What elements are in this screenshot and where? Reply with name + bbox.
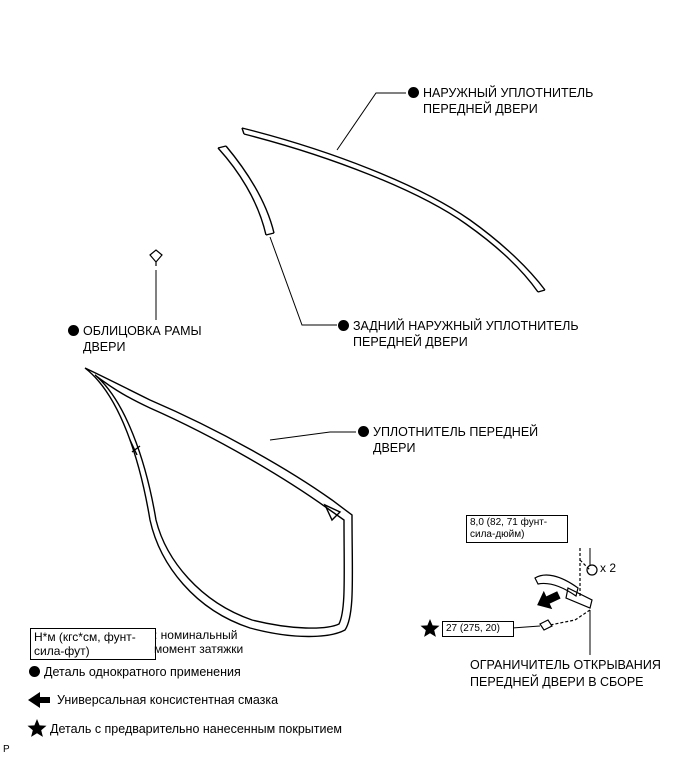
door-check-part	[534, 548, 598, 631]
legend-torque-box: Н*м (кгс*см, фунт- сила-фут)	[30, 628, 156, 660]
star-icon	[420, 619, 440, 637]
filled-circle-icon	[408, 87, 419, 98]
outer-seal-label: НАРУЖНЫЙ УПЛОТНИТЕЛЬ ПЕРЕДНЕЙ ДВЕРИ	[408, 85, 593, 117]
door-check-label: ОГРАНИЧИТЕЛЬ ОТКРЫВАНИЯ ПЕРЕДНЕЙ ДВЕРИ В…	[470, 658, 661, 689]
torque-multiplier: x 2	[600, 561, 617, 575]
rear-outer-seal-label: ЗАДНИЙ НАРУЖНЫЙ УПЛОТНИТЕЛЬ ПЕРЕДНЕЙ ДВЕ…	[338, 318, 579, 350]
torque-upper-box: 8,0 (82, 71 фунт- сила-дюйм)	[466, 515, 568, 543]
filled-circle-icon	[29, 666, 40, 677]
frame-trim-label: ОБЛИЦОВКА РАМЫ ДВЕРИ	[68, 323, 202, 355]
filled-circle-icon	[68, 325, 79, 336]
grease-arrow-icon	[537, 590, 561, 610]
legend-torque-desc: : номинальный момент затяжки	[154, 628, 244, 656]
trim-clip-part	[149, 249, 163, 266]
legend-non-reusable: Деталь однократного применения	[29, 664, 241, 680]
filled-circle-icon	[358, 426, 369, 437]
rear-outer-seal-part	[217, 145, 275, 236]
door-seal-label: УПЛОТНИТЕЛЬ ПЕРЕДНЕЙ ДВЕРИ	[358, 424, 538, 456]
filled-circle-icon	[338, 320, 349, 331]
corner-mark: P	[3, 744, 10, 755]
legend-star-icon	[27, 719, 47, 737]
legend-grease: Универсальная консистентная смазка	[57, 693, 279, 707]
torque-lower-box: 27 (275, 20)	[442, 621, 514, 637]
door-seal-part	[84, 367, 354, 638]
leader-lines	[155, 92, 591, 655]
legend-precoated: Деталь с предварительно нанесенным покры…	[50, 722, 343, 736]
legend-arrow-icon	[28, 692, 50, 708]
outer-seal-part	[241, 127, 546, 293]
